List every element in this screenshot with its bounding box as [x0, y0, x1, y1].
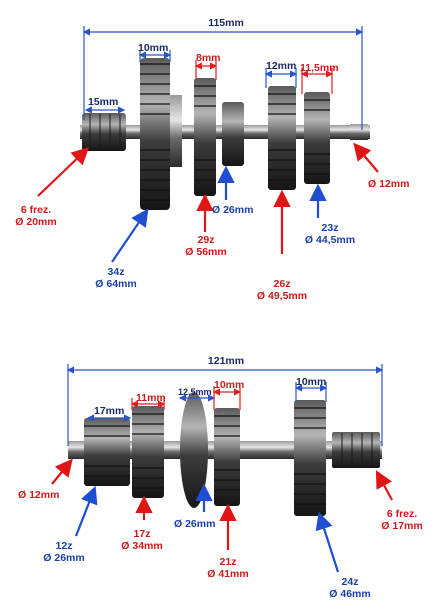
top-callout-arrows	[37, 142, 379, 263]
top-spline-count: 6 frez.	[20, 204, 52, 216]
top-gear-23z	[304, 92, 330, 184]
gear-26z-diameter: Ø 49,5mm	[256, 290, 308, 302]
bottom-gear-17z	[132, 406, 164, 498]
bottom-gear-12z	[84, 418, 130, 486]
gear-17z-diameter: Ø 34mm	[121, 540, 163, 552]
top-spline	[82, 113, 126, 151]
top-spline-diameter: Ø 20mm	[15, 216, 57, 228]
bottom-shaft	[68, 392, 382, 516]
top-dim-spline-length: 15mm	[88, 96, 119, 108]
bottom-spline	[332, 432, 380, 468]
bottom-gear-21z	[214, 408, 240, 506]
gear-21z-callout: 21z Ø 41mm	[196, 556, 260, 580]
top-gear-26z	[268, 86, 296, 190]
bottom-dim-gear-width-b: 11mm	[136, 392, 166, 404]
bottom-overall-length: 121mm	[207, 355, 245, 367]
bottom-dim-gear-width-c: 12,5mm	[178, 387, 212, 397]
gear-34z-diameter: Ø 64mm	[95, 278, 137, 290]
top-shaft-diameter-callout: Ø 26mm	[212, 204, 254, 216]
top-collar	[222, 102, 244, 166]
gear-21z-diameter: Ø 41mm	[207, 568, 249, 580]
gear-12z-teeth-count: 12z	[55, 540, 73, 552]
top-dim-gear-width-a: 10mm	[138, 42, 169, 54]
gear-26z-teeth-count: 26z	[273, 278, 291, 290]
bottom-dim-gear-width-d: 10mm	[214, 379, 245, 391]
gear-34z-callout: 34z Ø 64mm	[84, 266, 148, 290]
bottom-end-diameter-callout: Ø 12mm	[18, 489, 60, 501]
bottom-thrust-washer	[180, 392, 208, 508]
gear-29z-callout: 29z Ø 56mm	[174, 234, 238, 258]
gear-24z-teeth-count: 24z	[341, 576, 359, 588]
gear-34z-teeth-count: 34z	[107, 266, 125, 278]
gear-24z-callout: 24z Ø 46mm	[318, 576, 382, 600]
top-end-diameter-callout: Ø 12mm	[368, 178, 410, 190]
top-spline-callout: 6 frez. Ø 20mm	[4, 204, 68, 228]
bottom-gear-24z	[294, 400, 326, 516]
bottom-shaft-diameter-callout: Ø 26mm	[174, 518, 216, 530]
top-gear-34z-teeth	[140, 63, 170, 201]
top-dim-gear-width-c: 12mm	[266, 60, 297, 72]
top-overall-length: 115mm	[208, 17, 244, 29]
gear-24z-diameter: Ø 46mm	[329, 588, 371, 600]
top-dim-gear-width-b: 8mm	[196, 52, 221, 64]
gear-29z-teeth-count: 29z	[197, 234, 215, 246]
bottom-spline-callout: 6 frez. Ø 17mm	[370, 508, 434, 532]
gear-21z-teeth-count: 21z	[219, 556, 237, 568]
gear-12z-callout: 12z Ø 26mm	[32, 540, 96, 564]
gear-23z-callout: 23z Ø 44,5mm	[294, 222, 366, 246]
gear-26z-callout: 26z Ø 49,5mm	[246, 278, 318, 302]
top-dimension-lines	[82, 26, 364, 130]
bottom-dimension-lines	[66, 364, 384, 446]
bottom-dim-gear-width-e: 10mm	[296, 376, 327, 388]
bottom-spline-diameter: Ø 17mm	[381, 520, 423, 532]
bottom-callout-arrows	[51, 458, 393, 573]
top-gear-34z	[140, 58, 170, 210]
gear-12z-diameter: Ø 26mm	[43, 552, 85, 564]
gear-29z-diameter: Ø 56mm	[185, 246, 227, 258]
gear-23z-diameter: Ø 44,5mm	[304, 234, 356, 246]
gear-17z-callout: 17z Ø 34mm	[110, 528, 174, 552]
top-shaft	[80, 58, 370, 210]
bottom-spline-count: 6 frez.	[386, 508, 418, 520]
gear-23z-teeth-count: 23z	[321, 222, 339, 234]
top-dim-gear-width-d: 11,5mm	[300, 62, 339, 74]
top-gear-29z	[194, 78, 216, 196]
gear-17z-teeth-count: 17z	[133, 528, 151, 540]
bottom-dim-gear-width-a: 17mm	[94, 405, 125, 417]
